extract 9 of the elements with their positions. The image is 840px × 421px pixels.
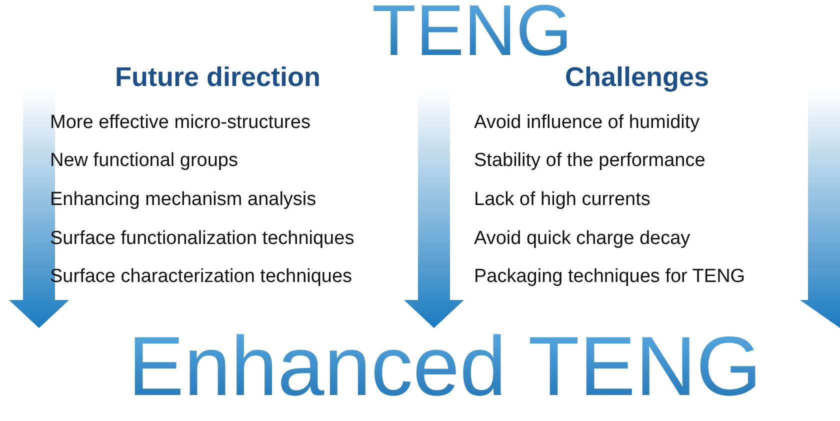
list-item: Packaging techniques for TENG — [474, 266, 746, 288]
list-item: Avoid influence of humidity — [474, 112, 700, 134]
list-item: Stability of the performance — [474, 150, 706, 172]
list-item: Lack of high currents — [474, 189, 650, 211]
heading: Future direction — [115, 62, 321, 93]
list-item: More effective micro-structures — [50, 112, 310, 134]
list-item: Avoid quick charge decay — [474, 228, 690, 250]
list-item: Enhancing mechanism analysis — [50, 189, 316, 211]
list-item: New functional groups — [50, 150, 238, 172]
